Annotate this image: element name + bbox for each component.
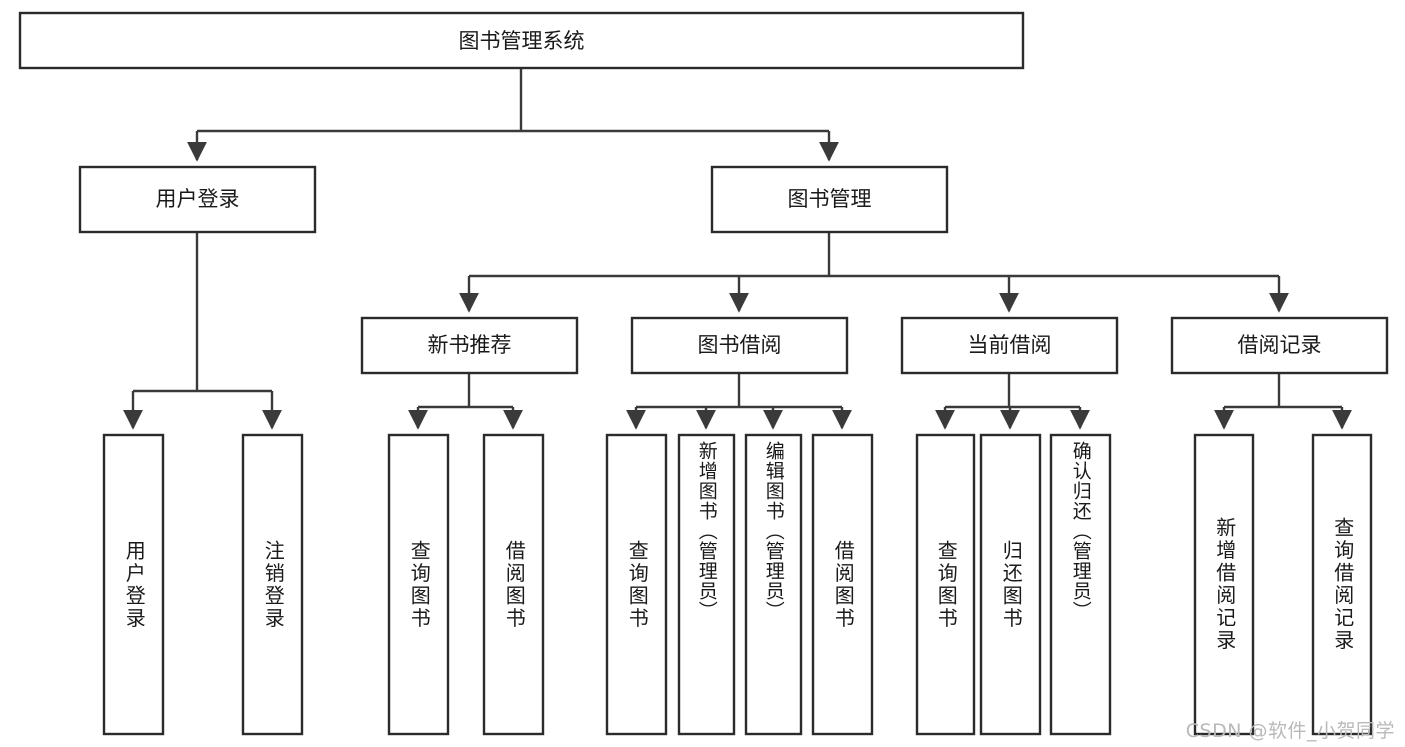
node-book-manage[interactable]: 图书管理: [710, 165, 949, 234]
node-book-borrow-label: 图书借阅: [698, 333, 782, 357]
node-current-borrow-box[interactable]: [900, 316, 1119, 375]
leaf-box-query-book-borrow[interactable]: [605, 433, 668, 736]
leaf-box-add-borrow-record[interactable]: [1193, 433, 1255, 736]
connector-group-current-borrow: [935, 373, 1090, 430]
node-user-login-label: 用户登录: [156, 187, 240, 211]
node-user-login[interactable]: 用户登录: [78, 165, 317, 234]
leaf-box-user-login[interactable]: [102, 433, 165, 736]
leaf-box-query-borrow-record[interactable]: [1311, 433, 1373, 736]
leaf-boxes: [102, 433, 1373, 736]
node-current-borrow[interactable]: 当前借阅: [900, 316, 1119, 375]
node-root[interactable]: 图书管理系统: [18, 11, 1025, 70]
node-root-box[interactable]: [18, 11, 1025, 70]
node-borrow-record-box[interactable]: [1170, 316, 1389, 375]
leaf-box-add-book-admin[interactable]: [677, 433, 736, 736]
csdn-watermark: CSDN @软件_小贺同学: [1185, 720, 1395, 742]
connector-group-root: [187, 68, 839, 162]
node-root-label: 图书管理系统: [459, 29, 585, 53]
node-book-manage-label: 图书管理: [788, 187, 872, 211]
connector-group-borrow-record: [1214, 373, 1352, 430]
leaf-box-borrow-book[interactable]: [811, 433, 874, 736]
node-book-borrow-box[interactable]: [630, 316, 849, 375]
node-borrow-record[interactable]: 借阅记录: [1170, 316, 1389, 375]
node-book-manage-box[interactable]: [710, 165, 949, 234]
node-book-borrow[interactable]: 图书借阅: [630, 316, 849, 375]
node-current-borrow-label: 当前借阅: [968, 333, 1052, 357]
connector-group-user-login: [123, 232, 282, 430]
leaf-box-borrow-book-newbook[interactable]: [482, 433, 545, 736]
leaf-box-logout[interactable]: [241, 433, 304, 736]
node-borrow-record-label: 借阅记录: [1238, 333, 1322, 357]
node-new-book-box[interactable]: [360, 316, 579, 375]
leaf-box-confirm-return-admin[interactable]: [1049, 433, 1112, 736]
leaf-box-query-book-current[interactable]: [915, 433, 976, 736]
leaf-box-return-book[interactable]: [979, 433, 1042, 736]
leaf-box-query-book-newbook[interactable]: [387, 433, 450, 736]
node-new-book-label: 新书推荐: [428, 333, 512, 357]
node-new-book[interactable]: 新书推荐: [360, 316, 579, 375]
connector-group-book-manage: [459, 232, 1289, 313]
connector-group-new-book: [408, 373, 523, 430]
leaf-box-edit-book-admin[interactable]: [744, 433, 803, 736]
node-user-login-box[interactable]: [78, 165, 317, 234]
connector-group-book-borrow: [626, 373, 852, 430]
